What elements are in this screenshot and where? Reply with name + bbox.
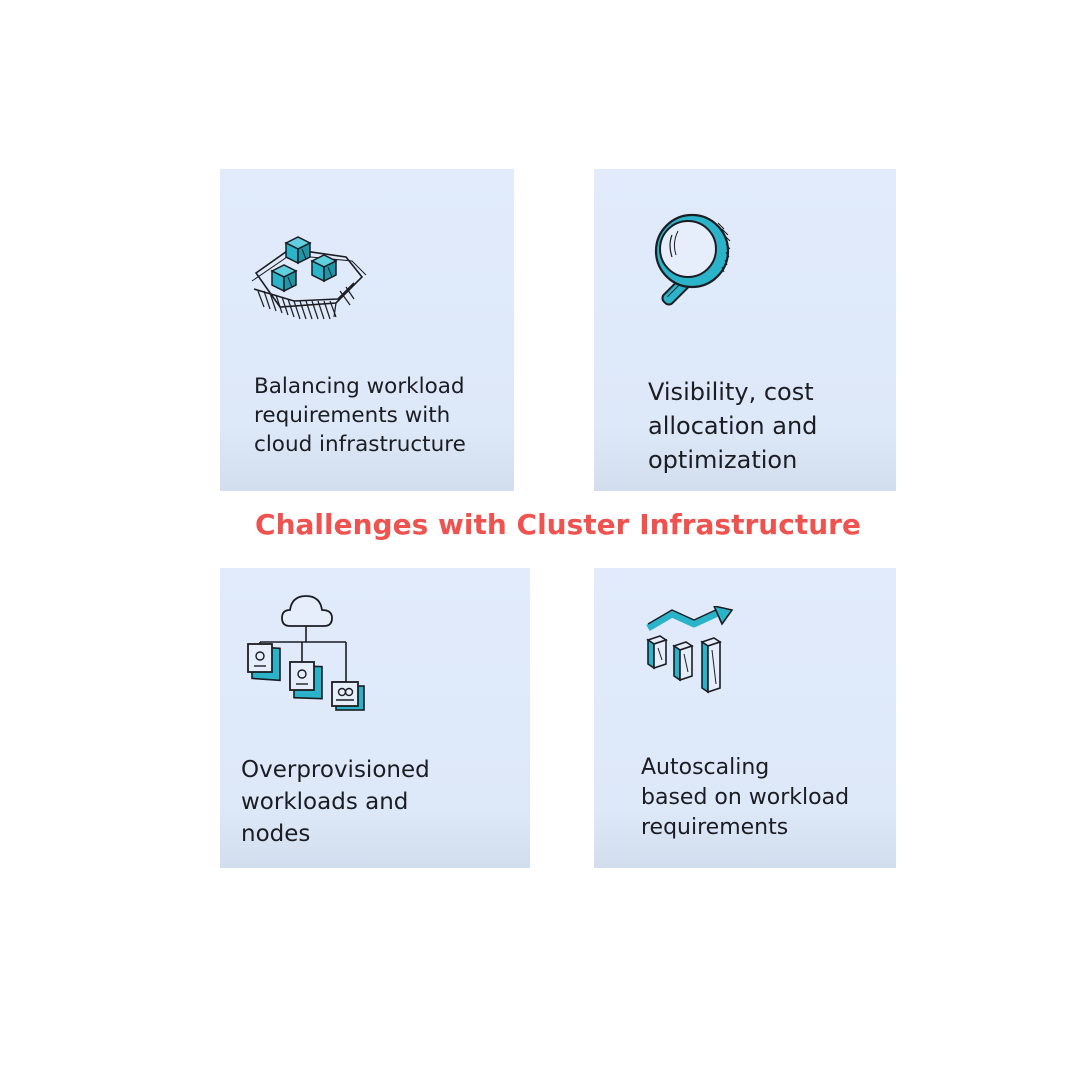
- card-text: Visibility, cost allocation and optimiza…: [648, 378, 818, 474]
- challenge-card-balancing: Balancing workload requirements with clo…: [220, 169, 514, 491]
- challenge-card-visibility: Visibility, cost allocation and optimiza…: [594, 169, 896, 491]
- challenge-card-overprovisioned: Overprovisioned workloads and nodes: [220, 568, 530, 868]
- magnifying-glass-icon: [654, 213, 731, 306]
- challenge-card-autoscaling: Autoscaling based on workload requiremen…: [594, 568, 896, 868]
- growth-chart-icon: [646, 606, 734, 694]
- container-blocks-icon: [251, 236, 367, 320]
- page-title: Challenges with Cluster Infrastructure: [255, 508, 861, 541]
- cloud-network-icon: [247, 595, 365, 711]
- card-text: Balancing workload requirements with clo…: [254, 374, 466, 457]
- card-text: Overprovisioned workloads and nodes: [241, 757, 430, 847]
- card-text: Autoscaling based on workload requiremen…: [641, 755, 850, 840]
